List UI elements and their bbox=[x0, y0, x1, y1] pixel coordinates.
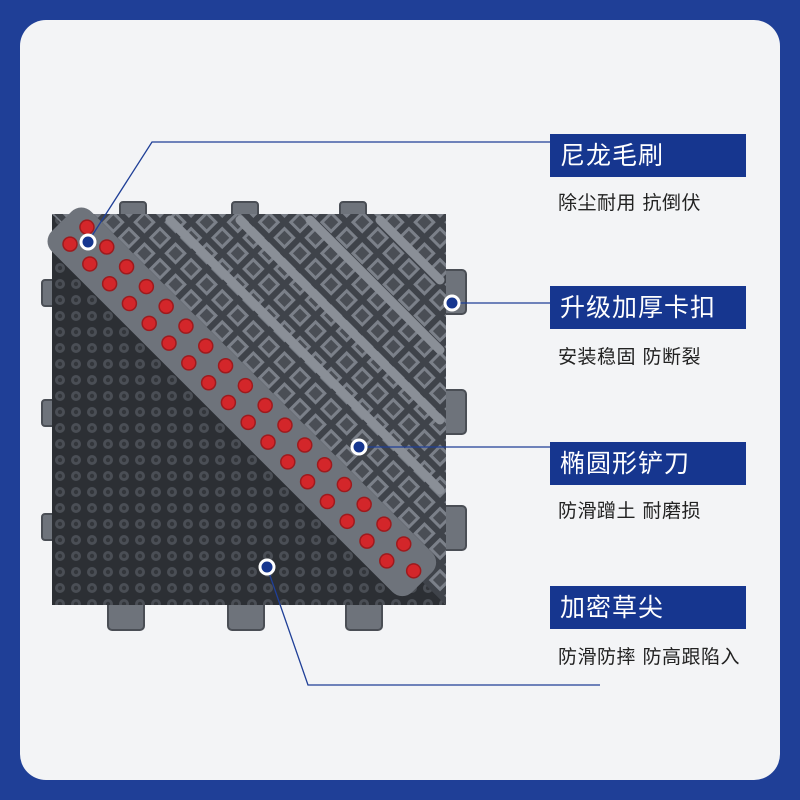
feature-title-1: 尼龙毛刷 bbox=[550, 134, 746, 177]
marker-bristle bbox=[79, 233, 97, 251]
feature-title-4: 加密草尖 bbox=[550, 586, 746, 629]
floor-mat-illustration bbox=[41, 141, 600, 686]
marker-grass bbox=[258, 558, 276, 576]
leader-lines bbox=[87, 141, 600, 686]
feature-desc-4: 防滑防摔 防高跟陷入 bbox=[558, 646, 741, 668]
marker-clip bbox=[443, 294, 461, 312]
scraper-bars bbox=[165, 215, 445, 495]
product-panel: 尼龙毛刷 除尘耐用 抗倒伏 升级加厚卡扣 安装稳固 防断裂 椭圆形铲刀 防滑蹭土… bbox=[20, 20, 780, 780]
feature-desc-3: 防滑蹭土 耐磨损 bbox=[558, 500, 702, 522]
feature-desc-1: 除尘耐用 抗倒伏 bbox=[558, 192, 702, 214]
feature-title-2: 升级加厚卡扣 bbox=[550, 286, 746, 329]
marker-scraper bbox=[350, 438, 368, 456]
callout-markers bbox=[79, 233, 461, 576]
feature-desc-2: 安装稳固 防断裂 bbox=[558, 346, 702, 368]
nylon-bristle-strip bbox=[47, 207, 437, 597]
feature-title-3: 椭圆形铲刀 bbox=[550, 442, 746, 485]
